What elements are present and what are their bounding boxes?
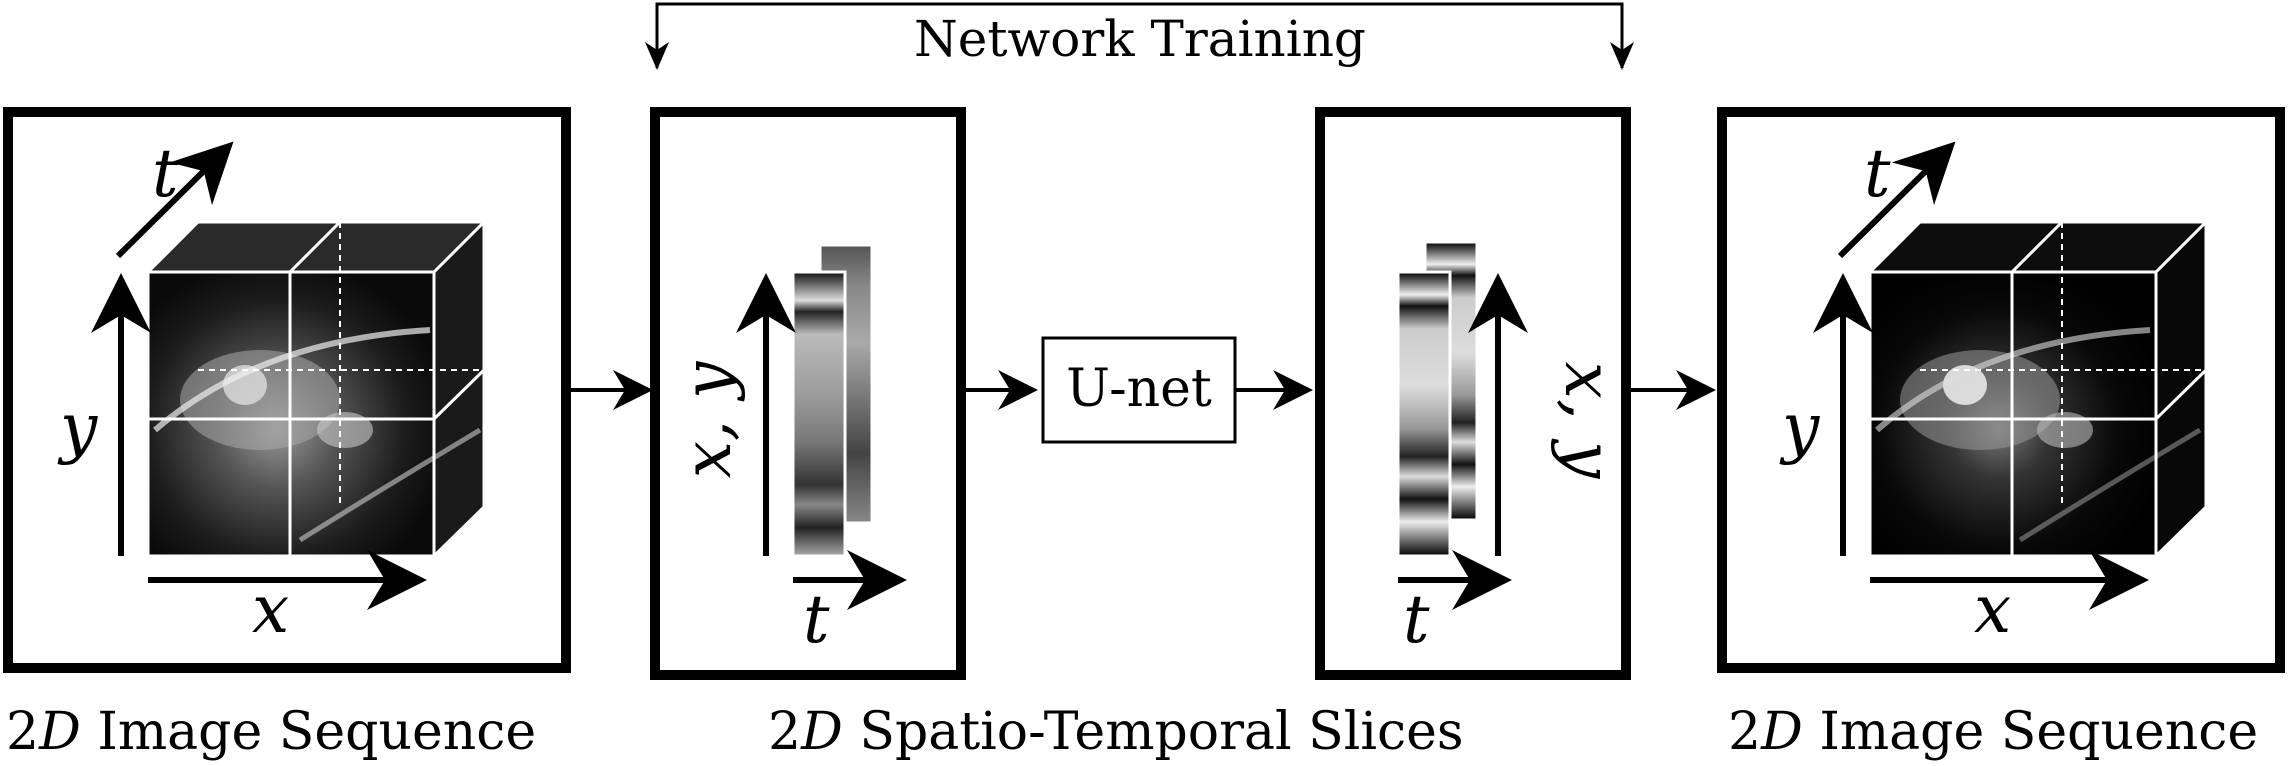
t-axis-label: t xyxy=(1403,581,1430,658)
slice-front xyxy=(1396,270,1452,558)
x-axis-label: x xyxy=(252,571,289,648)
slice-front xyxy=(791,270,847,558)
t-axis-label: t xyxy=(152,135,179,212)
input-sequence-panel: t y x xyxy=(3,107,571,673)
caption-center: 2D Spatio-Temporal Slices xyxy=(768,702,1464,762)
network-training-bracket: Network Training xyxy=(645,2,1634,78)
unet-label: U-net xyxy=(1066,359,1212,419)
t-axis-label: t xyxy=(803,581,830,658)
x-axis-label: x xyxy=(1974,571,2011,648)
caption-right: 2D Image Sequence xyxy=(1728,702,2259,762)
t-axis-label: t xyxy=(1864,135,1891,212)
output-sequence-panel: t y x xyxy=(1717,107,2285,673)
xy-axis-label: x, y xyxy=(1550,362,1627,479)
unet-block: U-net xyxy=(961,336,1313,444)
network-training-label: Network Training xyxy=(914,10,1366,68)
input-axes xyxy=(91,141,427,610)
xy-axis-label: x, y xyxy=(669,361,746,478)
y-axis-label: y xyxy=(1779,389,1820,466)
input-volume-cube xyxy=(146,220,488,558)
input-slices-panel: x, y t xyxy=(650,107,966,680)
output-volume-cube xyxy=(1868,220,2210,558)
output-slices-panel: x, y t xyxy=(1315,107,1631,680)
output-axes xyxy=(1813,141,2149,610)
y-axis-label: y xyxy=(57,389,98,466)
caption-left: 2D Image Sequence xyxy=(6,702,537,762)
